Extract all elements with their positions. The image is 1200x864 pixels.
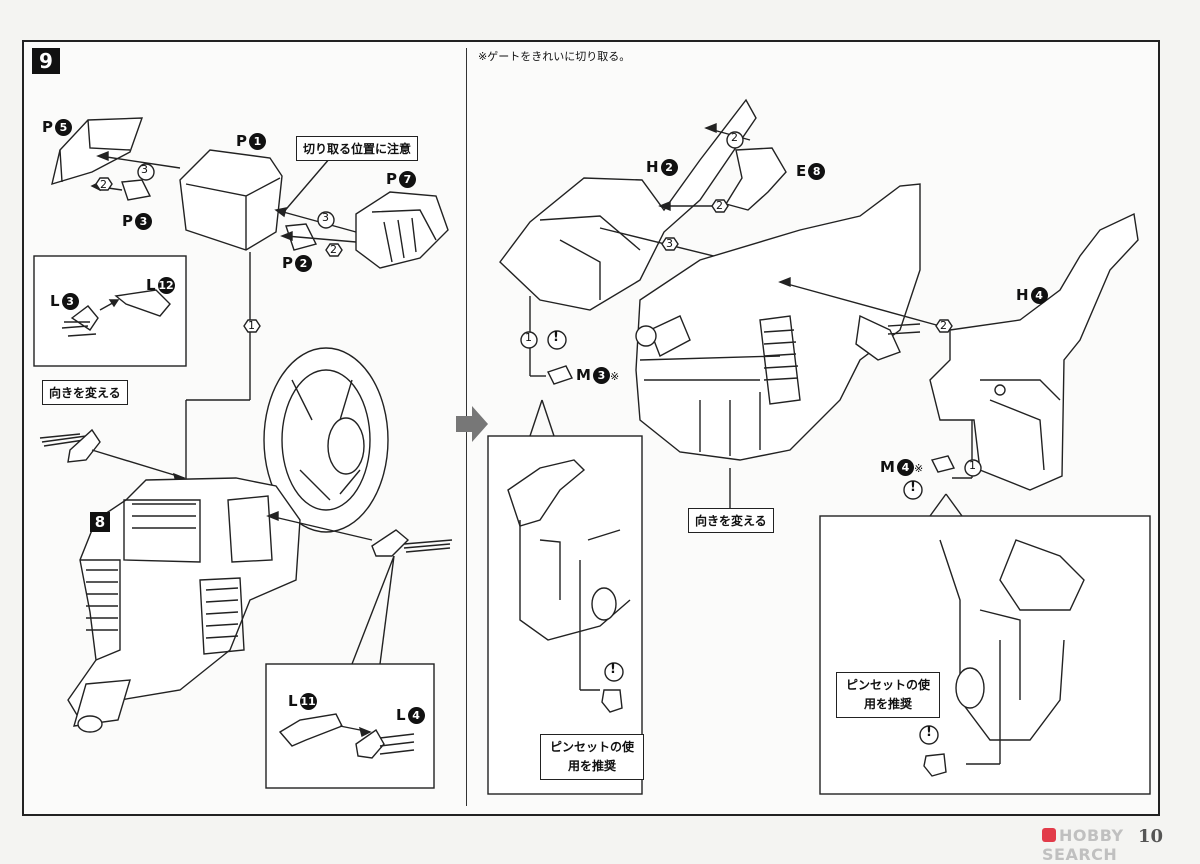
step-marker: 1 (969, 459, 976, 472)
substep-badge: 8 (90, 512, 110, 532)
step-number-badge: 9 (32, 48, 60, 74)
panel-transition-arrow (456, 406, 488, 442)
caution-mark: ! (553, 330, 559, 345)
part-p7-drawing (355, 191, 449, 269)
step-marker: 3 (141, 163, 148, 176)
step-marker: 1 (525, 331, 532, 344)
wheel-drawing (263, 347, 389, 533)
callout-tweezers: ピンセットの使用を推奨 (836, 672, 940, 718)
caution-mark: ! (610, 662, 616, 677)
page-number: 10 (1138, 826, 1164, 847)
step-marker: 3 (322, 211, 329, 224)
step-marker: 2 (330, 243, 337, 256)
watermark: HOBBY SEARCH (1042, 826, 1124, 864)
step-marker: 3 (666, 237, 673, 250)
step-marker: 2 (940, 319, 947, 332)
part-h4-drawing (929, 212, 1139, 491)
part-l12-drawing (114, 289, 171, 317)
step-marker: 2 (731, 131, 738, 144)
part-m4-drawing (930, 455, 956, 473)
part-p1-drawing (179, 149, 283, 251)
part-l4-drawing (355, 728, 415, 759)
step-marker: 2 (100, 178, 107, 191)
part-p3-drawing (121, 179, 152, 201)
caution-mark: ! (910, 480, 916, 495)
callout-tweezers: ピンセットの使用を推奨 (540, 734, 644, 780)
hobby-search-logo-icon (1042, 828, 1056, 842)
caution-mark: ! (926, 725, 932, 740)
gate-note: ※ゲートをきれいに切り取る。 (478, 50, 631, 63)
callout-change-direction: 向きを変える (688, 508, 774, 533)
callout-cut-position: 切り取る位置に注意 (296, 136, 419, 161)
callout-change-direction: 向きを変える (42, 380, 128, 405)
step-marker: 1 (248, 319, 255, 332)
part-l3-drawing (61, 305, 99, 337)
step-marker: 2 (716, 199, 723, 212)
part-m3-drawing (547, 365, 573, 385)
zoom-box-right (819, 515, 1151, 795)
part-e8-drawing (724, 147, 787, 211)
part-h2-drawing (499, 98, 757, 311)
